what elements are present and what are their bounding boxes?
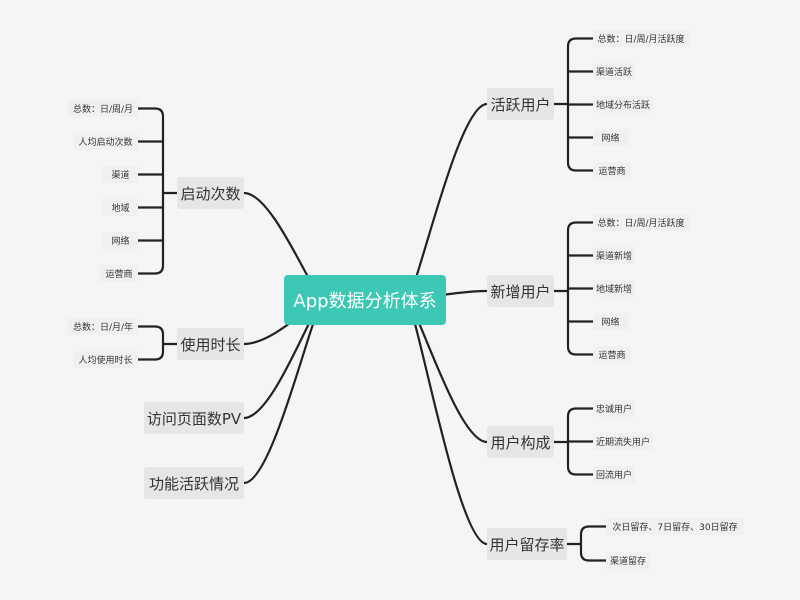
- connector-r3-bracket: [579, 525, 608, 562]
- leaf-new-channel[interactable]: 渠道新增: [593, 247, 635, 264]
- leaf-active-region[interactable]: 地域分布活跃: [593, 96, 653, 113]
- leaf-returning-users[interactable]: 回流用户: [593, 466, 635, 483]
- branch-usage-duration[interactable]: 使用时长: [177, 328, 244, 360]
- leaf-loyal-users[interactable]: 忠诚用户: [593, 400, 635, 417]
- branch-user-composition[interactable]: 用户构成: [487, 426, 554, 458]
- leaf-active-total[interactable]: 总数：日/周/月活跃度: [593, 30, 689, 47]
- branch-retention-rate[interactable]: 用户留存率: [487, 528, 567, 560]
- leaf-duration-total[interactable]: 总数：日/月/年: [68, 318, 138, 335]
- leaf-active-channel[interactable]: 渠道活跃: [593, 63, 635, 80]
- leaf-new-region[interactable]: 地域新增: [593, 280, 635, 297]
- leaf-recently-lost-users[interactable]: 近期流失用户: [593, 433, 653, 450]
- leaf-launch-region[interactable]: 地域: [103, 199, 138, 216]
- branch-page-views[interactable]: 访问页面数PV: [144, 402, 244, 434]
- branch-launch-count[interactable]: 启动次数: [177, 177, 244, 209]
- connector-root-r3: [404, 298, 489, 546]
- leaf-launch-carrier[interactable]: 运营商: [100, 265, 138, 282]
- leaf-new-carrier[interactable]: 运营商: [593, 346, 631, 363]
- connector-l1-bracket: [136, 325, 165, 361]
- leaf-retention-channel[interactable]: 渠道留存: [606, 552, 650, 569]
- root-topic[interactable]: App数据分析体系: [284, 275, 446, 325]
- leaf-active-network[interactable]: 网络: [593, 129, 628, 146]
- leaf-active-carrier[interactable]: 运营商: [593, 162, 631, 179]
- leaf-retention-periods[interactable]: 次日留存、7日留存、30日留存: [606, 518, 744, 535]
- leaf-duration-per-user[interactable]: 人均使用时长: [73, 351, 138, 368]
- branch-active-users[interactable]: 活跃用户: [487, 88, 554, 120]
- connector-root-r0: [404, 102, 489, 302]
- branch-new-users[interactable]: 新增用户: [487, 275, 554, 307]
- leaf-new-network[interactable]: 网络: [593, 313, 628, 330]
- branch-feature-activity[interactable]: 功能活跃情况: [144, 467, 244, 499]
- leaf-new-total[interactable]: 总数：日/周/月活跃度: [593, 214, 689, 231]
- leaf-launch-network[interactable]: 网络: [103, 232, 138, 249]
- leaf-launch-channel[interactable]: 渠道: [103, 166, 138, 183]
- leaf-launch-total[interactable]: 总数：日/周/月: [68, 100, 138, 117]
- connector-l0-bracket: [136, 107, 165, 275]
- leaf-launch-per-user[interactable]: 人均启动次数: [73, 133, 138, 150]
